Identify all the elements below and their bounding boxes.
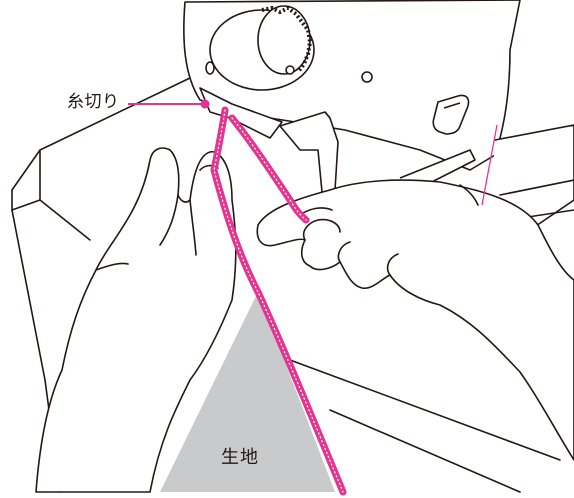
fabric-label: 生地 bbox=[221, 447, 259, 468]
machine-button bbox=[432, 94, 470, 135]
serger-thread-chain bbox=[210, 106, 498, 496]
right-hand bbox=[256, 179, 574, 461]
thread-cutter-label: 糸切り bbox=[67, 92, 120, 112]
thread-cutter-leader bbox=[128, 99, 210, 109]
machine-bed bbox=[11, 77, 561, 493]
presser-foot bbox=[199, 87, 476, 193]
dial-knob bbox=[205, 5, 373, 91]
fabric-sheet bbox=[160, 292, 335, 492]
left-hand bbox=[35, 147, 237, 493]
